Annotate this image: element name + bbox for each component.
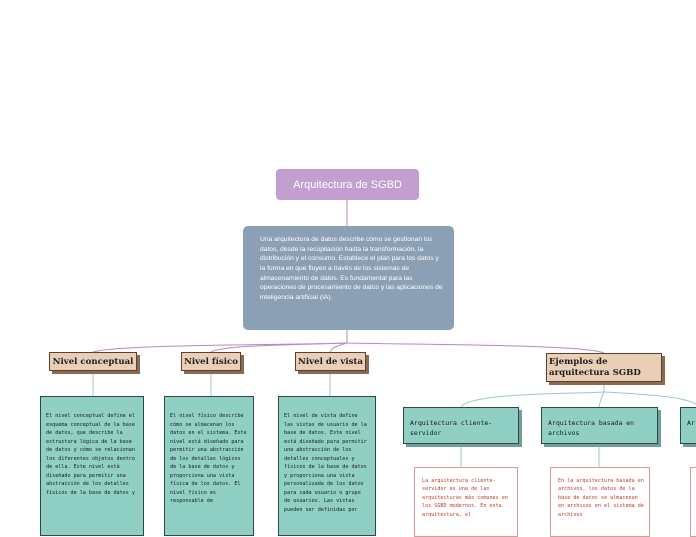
example-client-server-title: Arquitectura cliente-servidor (410, 419, 493, 438)
description-node[interactable]: Una arquitectura de datos describe cómo … (243, 226, 454, 330)
root-topic[interactable]: Arquitectura de SGBD (276, 169, 419, 200)
level-physical-detail[interactable]: El nivel físico describe cómo se almacen… (164, 396, 254, 536)
root-title: Arquitectura de SGBD (293, 178, 402, 191)
example-file-based-detail[interactable]: En la arquitectura basada en archivos, l… (550, 467, 650, 537)
example-client-server-node[interactable]: Arquitectura cliente-servidor (403, 407, 519, 444)
level-physical-text: El nivel físico describe cómo se almacen… (170, 413, 247, 505)
example-file-based-title: Arquitectura basada en archivos (548, 419, 635, 438)
level-conceptual-detail[interactable]: El nivel conceptual define el esquema co… (40, 396, 144, 536)
level-conceptual-title: Nivel conceptual (52, 356, 134, 367)
level-view-text: El nivel de vista define las vistas de u… (284, 413, 367, 514)
level-view-node[interactable]: Nivel de vista (295, 352, 366, 371)
level-conceptual-text: El nivel conceptual define el esquema co… (46, 413, 135, 496)
example-file-based-node[interactable]: Arquitectura basada en archivos (541, 407, 658, 444)
example-client-server-text: La arquitectura cliente-servidor es una … (422, 478, 508, 518)
example-third-node[interactable]: Ar mú (680, 407, 696, 444)
level-view-title: Nivel de vista (298, 356, 363, 367)
example-file-based-text: En la arquitectura basada en archivos, l… (558, 478, 644, 518)
example-third-title: Ar mú (687, 419, 696, 427)
level-view-detail[interactable]: El nivel de vista define las vistas de u… (278, 396, 376, 536)
connector-lines (92, 200, 696, 467)
examples-title: Ejemplos de arquitectura SGBD (549, 356, 641, 378)
example-third-detail[interactable] (690, 467, 696, 537)
examples-node[interactable]: Ejemplos de arquitectura SGBD (546, 353, 662, 382)
description-text: Una arquitectura de datos describe cómo … (260, 236, 443, 301)
level-conceptual-node[interactable]: Nivel conceptual (49, 352, 137, 371)
example-client-server-detail[interactable]: La arquitectura cliente-servidor es una … (414, 467, 518, 537)
level-physical-title: Nivel físico (184, 356, 238, 367)
level-physical-node[interactable]: Nivel físico (181, 352, 241, 371)
